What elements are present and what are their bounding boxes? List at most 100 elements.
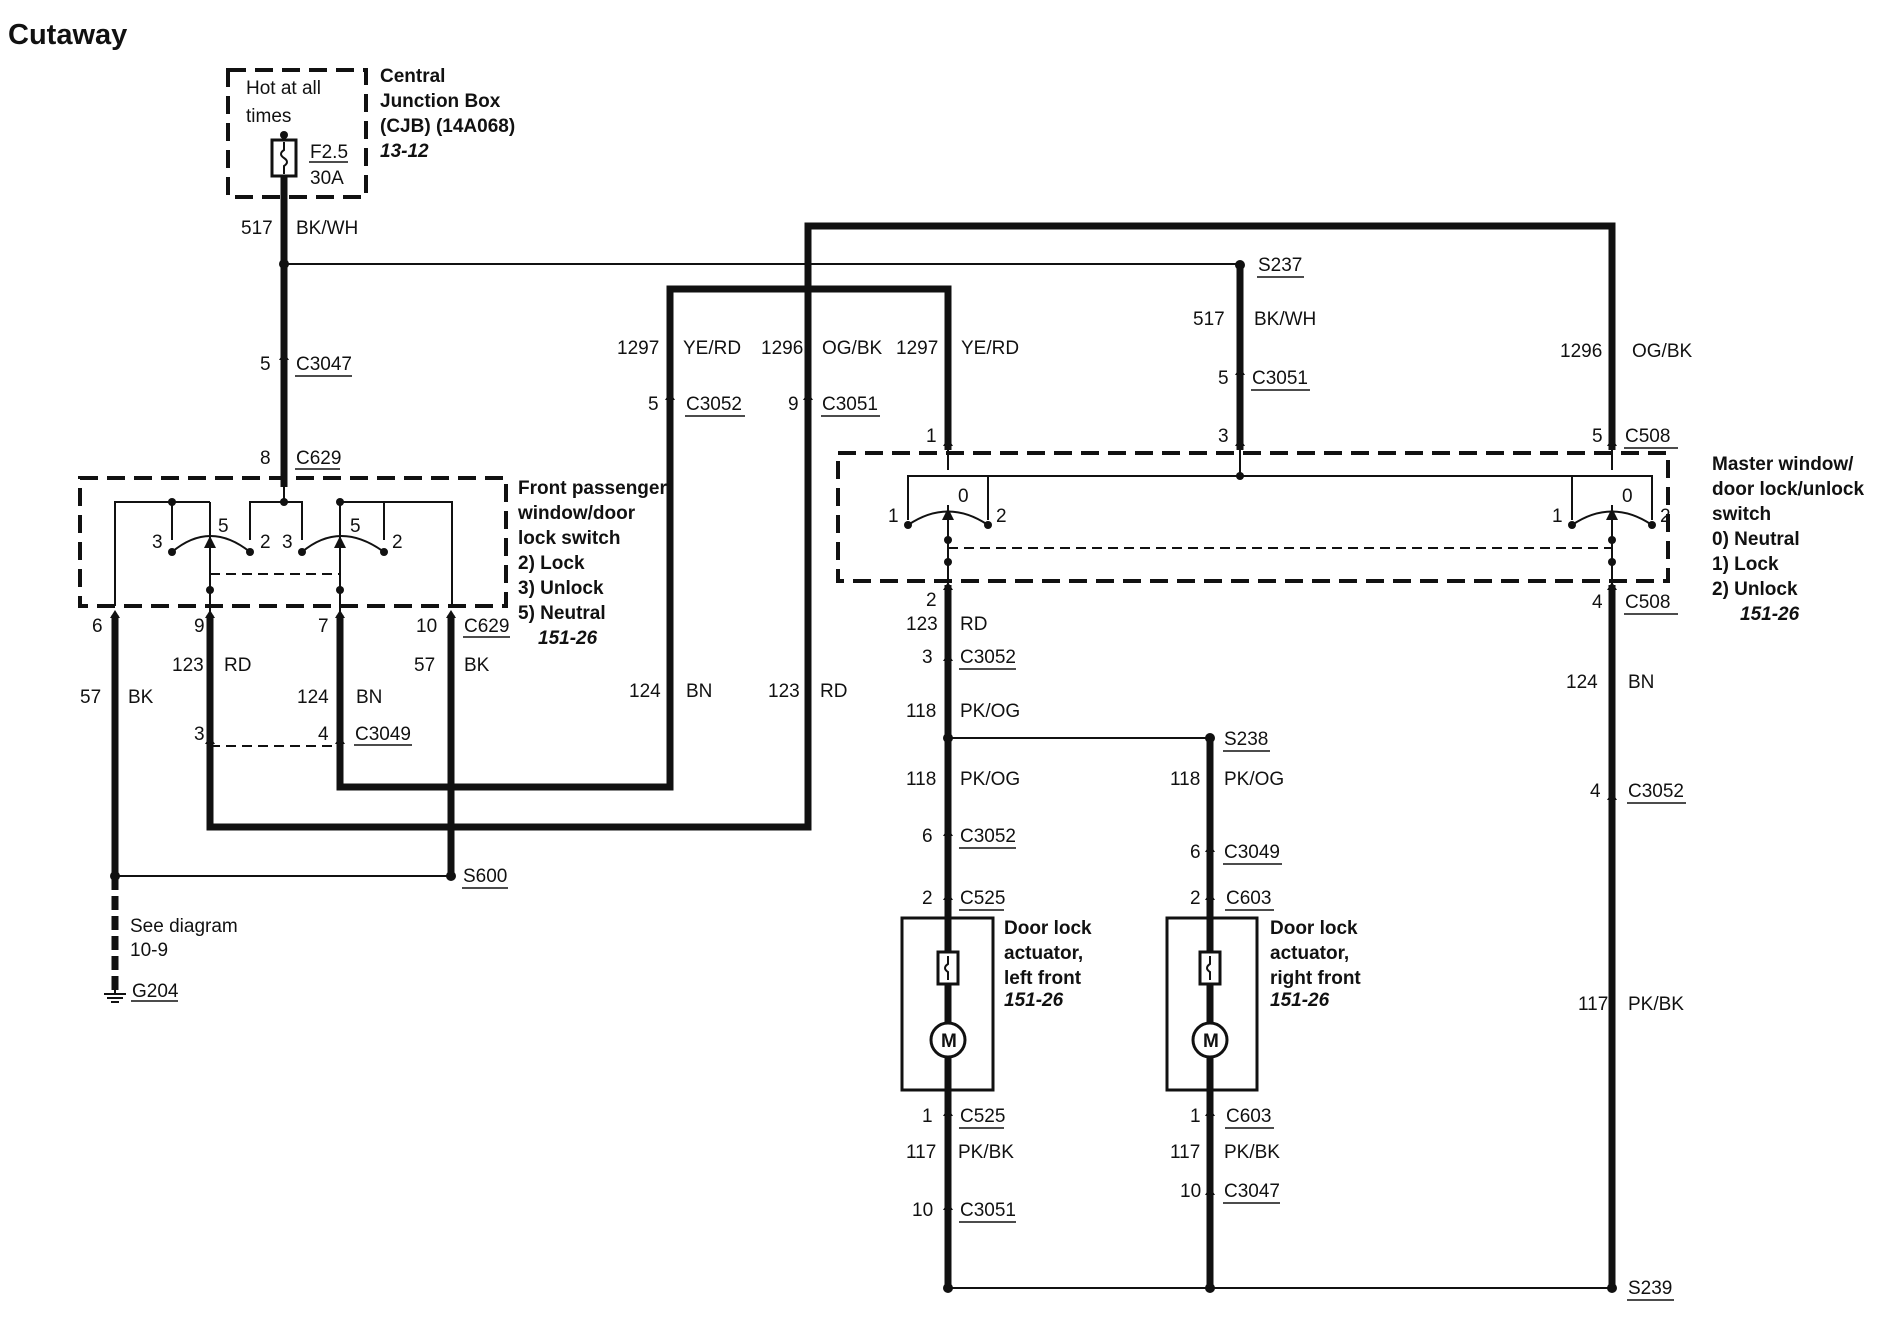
connector-marks [110, 352, 1617, 1210]
connector-pin: 10 [912, 1200, 933, 1221]
circuit-number: 118 [1170, 769, 1200, 790]
circuit-number: 1297 [896, 338, 938, 359]
fuse-rating: 30A [310, 168, 344, 189]
connector-name: C3051 [960, 1200, 1016, 1221]
wire-color: BN [686, 681, 712, 702]
front-switch-pos-lock: 2) Lock [518, 553, 585, 574]
ground: See diagram 10-9 G204 [104, 916, 238, 1003]
wire-color: PK/BK [1628, 994, 1684, 1015]
connector-pin: 5 [648, 394, 659, 415]
front-contact-label: 3 [152, 532, 163, 553]
connector-name: C525 [960, 888, 1005, 909]
connector-name: C3052 [1628, 781, 1684, 802]
front-contact-label: 5 [218, 516, 229, 537]
master-switch-pos-neutral: 0) Neutral [1712, 529, 1800, 550]
ground-note-1: See diagram [130, 916, 238, 937]
splice-s239: S239 [1628, 1278, 1672, 1299]
actuator-left-name-2: actuator, [1004, 943, 1083, 964]
fuse-id: F2.5 [310, 142, 348, 163]
connector-name: C629 [464, 616, 509, 637]
connector-pin: 5 [260, 354, 271, 375]
connector-pin: 6 [92, 616, 103, 637]
connector-name: C3052 [686, 394, 742, 415]
connector-pin: 2 [1190, 888, 1201, 909]
connector-name: C3051 [822, 394, 878, 415]
wire-color: OG/BK [822, 338, 883, 359]
wire-color: PK/OG [1224, 769, 1284, 790]
master-contact-label: 1 [1552, 506, 1563, 527]
connector-name: C3051 [1252, 368, 1308, 389]
circuit-number: 1296 [761, 338, 803, 359]
connector-pin: 7 [318, 616, 329, 637]
connector-name: C3052 [960, 647, 1016, 668]
front-contact-label: 5 [350, 516, 361, 537]
actuator-right-switch-icon [1198, 950, 1222, 986]
cjb-hot-label-1: Hot at all [246, 78, 321, 99]
front-switch-outline [78, 476, 508, 608]
circuit-number: 123 [172, 655, 204, 676]
connector-pin: 9 [788, 394, 799, 415]
actuator-left-ref: 151-26 [1004, 990, 1064, 1011]
circuit-number: 124 [1566, 672, 1598, 693]
wire-color: RD [820, 681, 847, 702]
wire-1297 [336, 285, 952, 791]
splice-labels: S237 S238 S600 S239 [462, 255, 1674, 1301]
master-switch-name-2: door lock/unlock [1712, 479, 1864, 500]
connector-pin: 4 [318, 724, 329, 745]
connector-name: C603 [1226, 1106, 1271, 1127]
circuit-number: 57 [414, 655, 435, 676]
connector-pin: 3 [194, 724, 205, 745]
actuator-left-name-3: left front [1004, 968, 1082, 989]
cjb-name-1: Central [380, 66, 445, 87]
front-contact-label: 2 [392, 532, 403, 553]
master-switch-pos-unlock: 2) Unlock [1712, 579, 1798, 600]
master-contact-label: 1 [888, 506, 899, 527]
wire-color: YE/RD [683, 338, 741, 359]
connector-pin: 10 [416, 616, 437, 637]
cjb-ref: 13-12 [380, 141, 429, 162]
connector-pin: 3 [1218, 426, 1229, 447]
front-switch-ref: 151-26 [538, 628, 598, 649]
diagram-title: Cutaway [8, 19, 127, 51]
connector-pin: 10 [1180, 1181, 1201, 1202]
circuit-number: 1296 [1560, 341, 1602, 362]
cjb-name-2: Junction Box [380, 91, 501, 112]
ground-name: G204 [132, 981, 179, 1002]
actuator-right-name-3: right front [1270, 968, 1361, 989]
connector-pin: 1 [1190, 1106, 1201, 1127]
connector-pin: 5 [1592, 426, 1603, 447]
wire-color: BN [356, 687, 382, 708]
fuse-feed-dot [280, 131, 288, 139]
cjb-outline [226, 68, 368, 199]
circuit-number: 57 [80, 687, 101, 708]
connector-pin: 3 [922, 647, 933, 668]
circuit-number: 117 [906, 1142, 936, 1163]
master-contact-label: 0 [958, 486, 969, 507]
circuit-number: 124 [297, 687, 329, 708]
connector-name: C3052 [960, 826, 1016, 847]
motor-right-label: M [1203, 1031, 1219, 1052]
connector-pin: 5 [1218, 368, 1229, 389]
fuse-element [280, 142, 288, 174]
wire-color: YE/RD [961, 338, 1019, 359]
connector-name: C3047 [296, 354, 352, 375]
circuit-number: 517 [241, 218, 273, 239]
connector-name: C3049 [1224, 842, 1280, 863]
front-switch-arc-left [171, 535, 251, 553]
connector-pin: 6 [1190, 842, 1201, 863]
connector-pin: 2 [926, 590, 937, 611]
master-switch-outline [836, 451, 1670, 583]
front-passenger-switch: 3 5 2 3 5 2 Front passenger window/door … [78, 476, 667, 649]
master-switch-name-3: switch [1712, 504, 1771, 525]
master-contact-label: 2 [1660, 506, 1671, 527]
wire-color: BK [128, 687, 154, 708]
wire-color: OG/BK [1632, 341, 1693, 362]
splice-s600-dot [446, 871, 456, 881]
actuator-left-name-1: Door lock [1004, 918, 1092, 939]
door-lock-actuator-left: M Door lock actuator, left front 151-26 [900, 916, 1092, 1092]
circuit-number: 118 [906, 769, 936, 790]
door-lock-actuator-right: M Door lock actuator, right front 151-26 [1165, 916, 1361, 1092]
motor-left-label: M [941, 1031, 957, 1052]
splice-s237: S237 [1258, 255, 1302, 276]
